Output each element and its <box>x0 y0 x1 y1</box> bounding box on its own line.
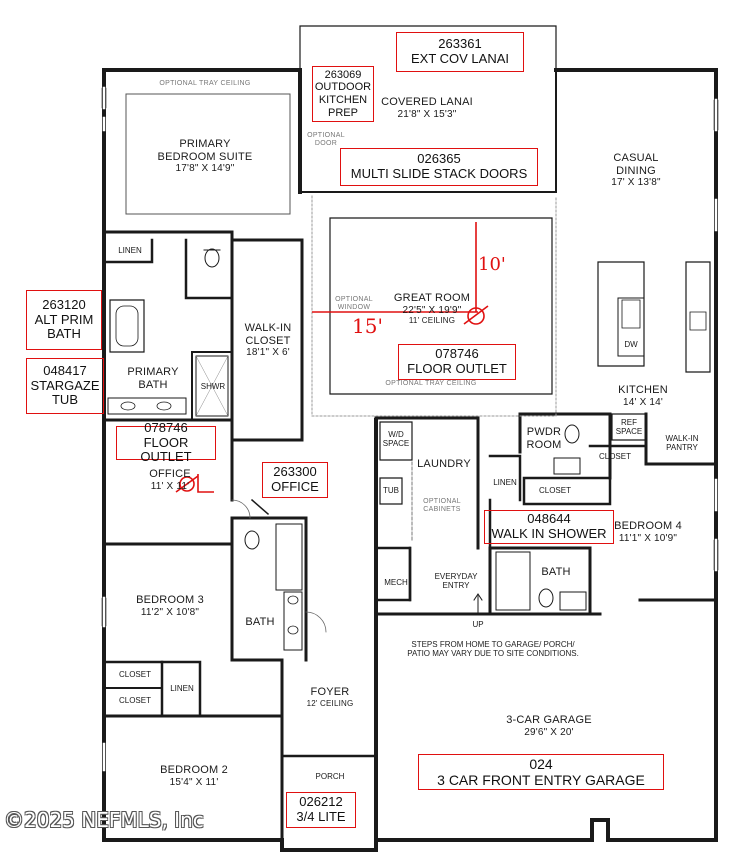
handwritten-15-feet: 15' <box>352 314 383 338</box>
ref-space-label: REF SPACE <box>615 418 643 437</box>
shower-label: SHWR <box>200 382 226 391</box>
office-label: OFFICE 11' X 11' <box>149 468 191 492</box>
porch-label: PORCH <box>315 772 345 781</box>
casual-dining-label: CASUAL DINING 17' X 13'8" <box>611 152 661 189</box>
closet-bedroom-4-label: CLOSET <box>538 486 571 495</box>
bedroom-3-label: BEDROOM 3 11'2" X 10'8" <box>136 594 204 618</box>
primary-bedroom-suite-label: PRIMARY BEDROOM SUITE 17'8" X 14'9" <box>157 138 253 175</box>
bedroom-4-label: BEDROOM 4 11'1" X 10'9" <box>614 520 682 544</box>
optional-window-label: OPTIONAL WINDOW <box>335 296 373 312</box>
closet-pwdr-label: CLOSET <box>598 452 631 461</box>
closet-bedroom-2-label: CLOSET <box>118 696 151 705</box>
optional-door-label: OPTIONAL DOOR <box>307 132 345 148</box>
tray-ceiling-great-label: OPTIONAL TRAY CEILING <box>385 380 477 387</box>
pwdr-room-label: PWDR ROOM <box>526 426 562 451</box>
optional-cabinets-label: OPTIONAL CABINETS <box>423 498 461 514</box>
linen-top-label: LINEN <box>118 246 142 255</box>
garage-label: 3-CAR GARAGE 29'6" X 20' <box>506 714 592 738</box>
foyer-label: FOYER 12' CEILING <box>306 686 354 708</box>
tray-ceiling-primary-label: OPTIONAL TRAY CEILING <box>159 80 251 87</box>
wd-space-label: W/D SPACE <box>382 430 410 449</box>
closet-bedroom-3-label: CLOSET <box>118 670 151 679</box>
handwritten-10-feet: 10' <box>478 254 506 275</box>
everyday-entry-label: EVERYDAY ENTRY <box>434 572 478 591</box>
laundry-label: LAUNDRY <box>417 458 471 470</box>
walk-in-closet-label: WALK-IN CLOSET 18'1" X 6' <box>244 322 292 359</box>
mech-label: MECH <box>384 578 408 587</box>
dishwasher-label: DW <box>624 340 638 349</box>
walk-in-pantry-label: WALK-IN PANTRY <box>665 434 699 453</box>
primary-bath-label: PRIMARY BATH <box>127 366 179 391</box>
bedroom-2-label: BEDROOM 2 15'4" X 11' <box>160 764 228 788</box>
tub-label: TUB <box>383 486 399 495</box>
bath-middle-label: BATH <box>245 616 275 628</box>
kitchen-label: KITCHEN 14' X 14' <box>618 384 668 408</box>
linen-right-label: LINEN <box>493 478 517 487</box>
covered-lanai-label: COVERED LANAI 21'8" X 15'3" <box>381 96 473 120</box>
bath-right-label: BATH <box>541 566 571 578</box>
great-room-label: GREAT ROOM 22'5" X 19'9" 11' CEILING <box>393 292 471 326</box>
up-label: UP <box>472 620 484 629</box>
linen-mid-label: LINEN <box>170 684 194 693</box>
steps-note: STEPS FROM HOME TO GARAGE/ PORCH/ PATIO … <box>407 640 579 659</box>
copyright-watermark: ©2025 NEFMLS, Inc <box>4 808 204 832</box>
